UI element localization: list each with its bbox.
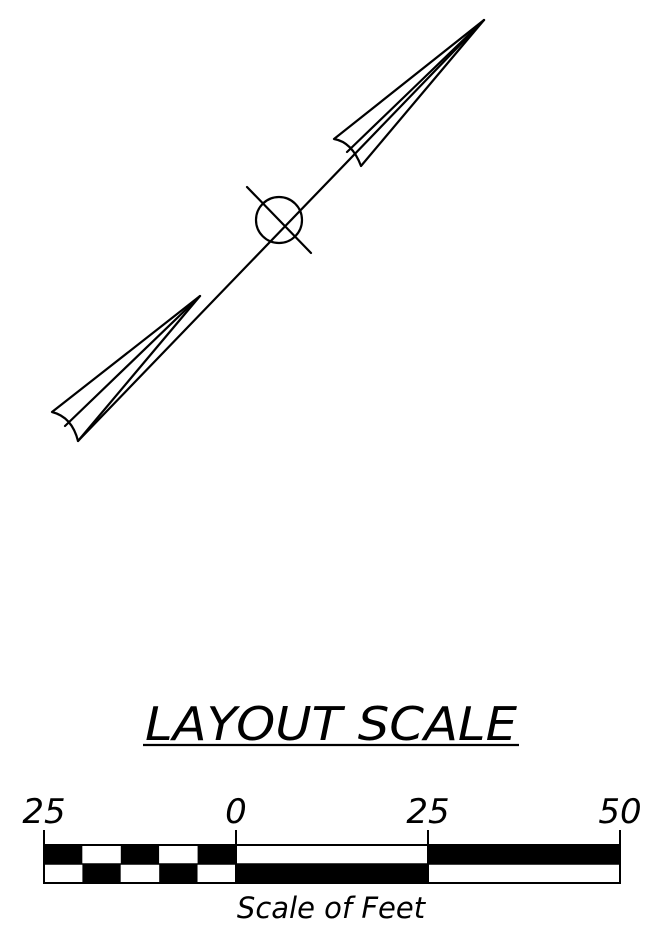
scale-bar-segment bbox=[44, 864, 83, 883]
tick-label-25: 25 bbox=[406, 792, 449, 832]
scale-bar-segment bbox=[82, 845, 121, 864]
scale-bar bbox=[43, 830, 621, 884]
tail-arrowhead-icon bbox=[50, 294, 202, 443]
tick-label-left-25: 25 bbox=[22, 792, 65, 832]
scale-bar-segment bbox=[44, 845, 83, 864]
scale-bar-segment bbox=[236, 864, 428, 883]
north-arrowhead-icon bbox=[332, 18, 486, 168]
scale-bar-segment bbox=[82, 864, 121, 883]
scale-bar-segment bbox=[120, 845, 160, 864]
scale-bar-segment bbox=[236, 845, 428, 864]
scale-caption: Scale of Feet bbox=[237, 891, 427, 925]
north-arrow-icon bbox=[50, 18, 486, 443]
scale-bar-segment bbox=[428, 845, 620, 864]
tick-label-0: 0 bbox=[225, 792, 247, 832]
scale-bar-segment bbox=[120, 864, 160, 883]
tick-label-50: 50 bbox=[598, 792, 641, 832]
scale-bar-segment bbox=[159, 845, 198, 864]
scale-bar-segment bbox=[197, 845, 236, 864]
scale-title: LAYOUT SCALE bbox=[145, 697, 517, 751]
center-target-icon bbox=[245, 185, 313, 255]
scale-bar-segment bbox=[428, 864, 620, 883]
scale-bar-segment bbox=[159, 864, 198, 883]
scale-bar-segment bbox=[197, 864, 236, 883]
north-arrow-shaft bbox=[76, 18, 486, 443]
